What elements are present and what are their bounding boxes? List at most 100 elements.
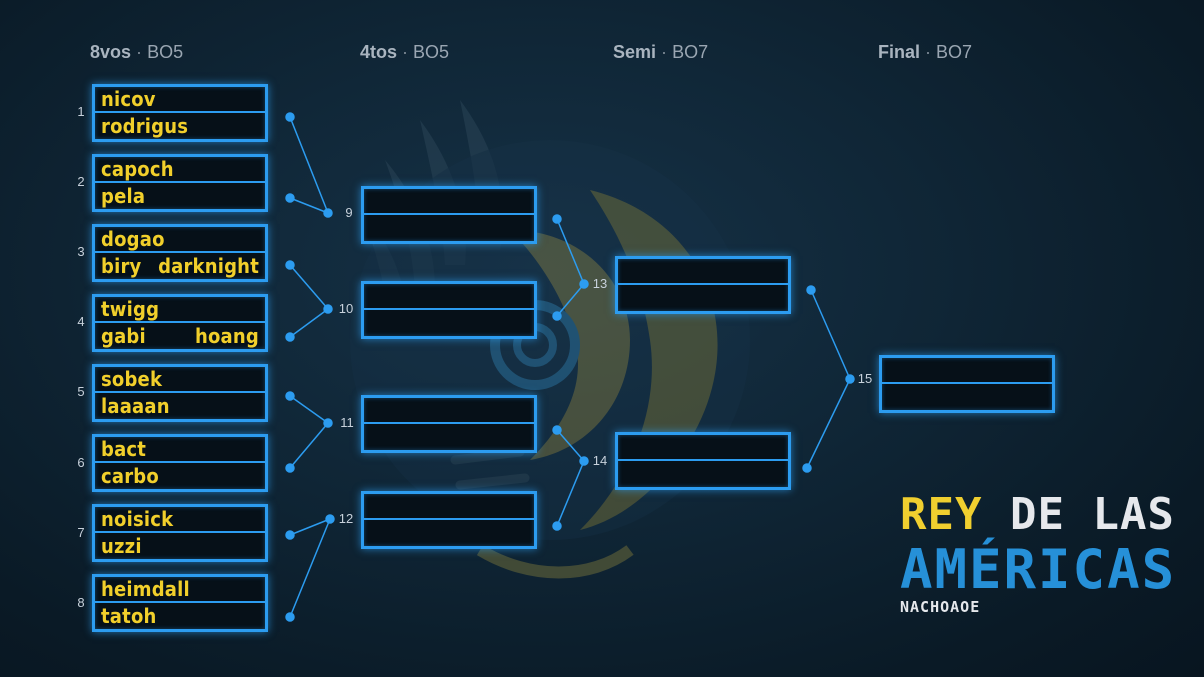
round-format: BO5 <box>413 42 450 62</box>
match-box[interactable] <box>615 256 791 314</box>
player-name: carbo <box>101 464 159 488</box>
player-slot[interactable] <box>364 520 534 546</box>
match-box[interactable]: twigg gabi hoang <box>92 294 268 352</box>
player-slot[interactable] <box>364 424 534 450</box>
match-box[interactable] <box>361 186 537 244</box>
round-title-4tos: 4tos · BO5 <box>360 42 449 63</box>
player-slot[interactable] <box>882 384 1052 410</box>
player-slot[interactable]: tatoh <box>95 603 265 629</box>
player-name: bact <box>101 437 147 461</box>
player-name: uzzi <box>101 534 142 558</box>
match-box[interactable]: nicov rodrigus <box>92 84 268 142</box>
separator: · <box>402 42 409 62</box>
separator: · <box>136 42 143 62</box>
player-slot[interactable]: capoch <box>95 157 265 183</box>
player-slot[interactable]: nicov <box>95 87 265 113</box>
match-number: 10 <box>338 301 354 316</box>
round-format: BO7 <box>672 42 709 62</box>
match-box[interactable]: sobek laaaan <box>92 364 268 422</box>
player-name: rodrigus <box>101 114 189 138</box>
logo-americas: AMÉRICAS <box>900 538 1177 601</box>
player-slot[interactable]: rodrigus <box>95 113 265 139</box>
tournament-logo: REY DE LAS AMÉRICAS NACHOAOE <box>900 490 1177 617</box>
match-number: 8 <box>77 595 85 610</box>
logo-line1: REY DE LAS <box>900 490 1176 540</box>
match-number: 2 <box>77 174 85 189</box>
player-slot[interactable] <box>882 358 1052 384</box>
logo-rey: REY <box>900 489 983 540</box>
match-number: 7 <box>77 525 85 540</box>
player-slot[interactable] <box>364 310 534 336</box>
match-box[interactable]: capoch pela <box>92 154 268 212</box>
round-format: BO7 <box>936 42 973 62</box>
match-number: 11 <box>340 415 354 430</box>
match-box[interactable] <box>879 355 1055 413</box>
player-slot[interactable] <box>618 461 788 487</box>
player-slot[interactable]: twigg <box>95 297 265 323</box>
logo-subtitle: NACHOAOE <box>900 598 981 616</box>
player-name: laaaan <box>101 394 170 418</box>
round-title-final: Final · BO7 <box>878 42 972 63</box>
player-slot[interactable]: heimdall <box>95 577 265 603</box>
match-number: 1 <box>77 104 85 119</box>
player-name-alt: hoang <box>194 324 259 348</box>
match-box[interactable]: dogao biry darknight <box>92 224 268 282</box>
separator: · <box>661 42 668 62</box>
match-number: 3 <box>77 244 85 259</box>
player-slot[interactable]: dogao <box>95 227 265 253</box>
player-slot[interactable] <box>364 189 534 215</box>
player-slot[interactable] <box>618 435 788 461</box>
player-slot[interactable] <box>364 284 534 310</box>
match-number: 15 <box>857 371 873 386</box>
player-slot[interactable]: pela <box>95 183 265 209</box>
round-name: 4tos <box>360 42 398 62</box>
logo-delas: DE LAS <box>1009 489 1175 540</box>
player-slot[interactable] <box>618 259 788 285</box>
player-name: pela <box>101 184 146 208</box>
player-name: biry <box>101 254 142 278</box>
player-name: tatoh <box>101 604 157 628</box>
player-slot[interactable]: noisick <box>95 507 265 533</box>
match-box[interactable] <box>615 432 791 490</box>
match-number: 4 <box>77 314 85 329</box>
player-slot[interactable] <box>364 494 534 520</box>
player-name: twigg <box>101 297 160 321</box>
player-slot[interactable]: carbo <box>95 463 265 489</box>
player-slot[interactable] <box>618 285 788 311</box>
player-slot[interactable]: uzzi <box>95 533 265 559</box>
match-box[interactable]: noisick uzzi <box>92 504 268 562</box>
player-slot[interactable] <box>364 398 534 424</box>
player-name: gabi <box>101 324 146 348</box>
match-number: 14 <box>592 453 608 468</box>
player-slot[interactable]: laaaan <box>95 393 265 419</box>
separator: · <box>925 42 932 62</box>
round-format: BO5 <box>147 42 184 62</box>
player-slot[interactable] <box>364 215 534 241</box>
round-name: 8vos <box>90 42 132 62</box>
match-box[interactable] <box>361 395 537 453</box>
player-name: heimdall <box>101 577 190 601</box>
match-number: 5 <box>77 384 85 399</box>
round-title-semi: Semi · BO7 <box>613 42 708 63</box>
match-box[interactable] <box>361 281 537 339</box>
player-slot[interactable]: biry darknight <box>95 253 265 279</box>
match-number: 13 <box>592 276 608 291</box>
round-name: Semi <box>613 42 657 62</box>
player-name: sobek <box>101 367 163 391</box>
player-name: capoch <box>101 157 174 181</box>
match-box[interactable]: bact carbo <box>92 434 268 492</box>
player-name: nicov <box>101 87 156 111</box>
match-box[interactable]: heimdall tatoh <box>92 574 268 632</box>
match-number: 6 <box>77 455 85 470</box>
player-slot[interactable]: gabi hoang <box>95 323 265 349</box>
match-box[interactable] <box>361 491 537 549</box>
match-number: 9 <box>345 205 353 220</box>
player-slot[interactable]: bact <box>95 437 265 463</box>
player-name: dogao <box>101 227 165 251</box>
player-slot[interactable]: sobek <box>95 367 265 393</box>
player-name-alt: darknight <box>158 254 259 278</box>
player-name: noisick <box>101 507 174 531</box>
match-number: 12 <box>338 511 354 526</box>
round-name: Final <box>878 42 921 62</box>
